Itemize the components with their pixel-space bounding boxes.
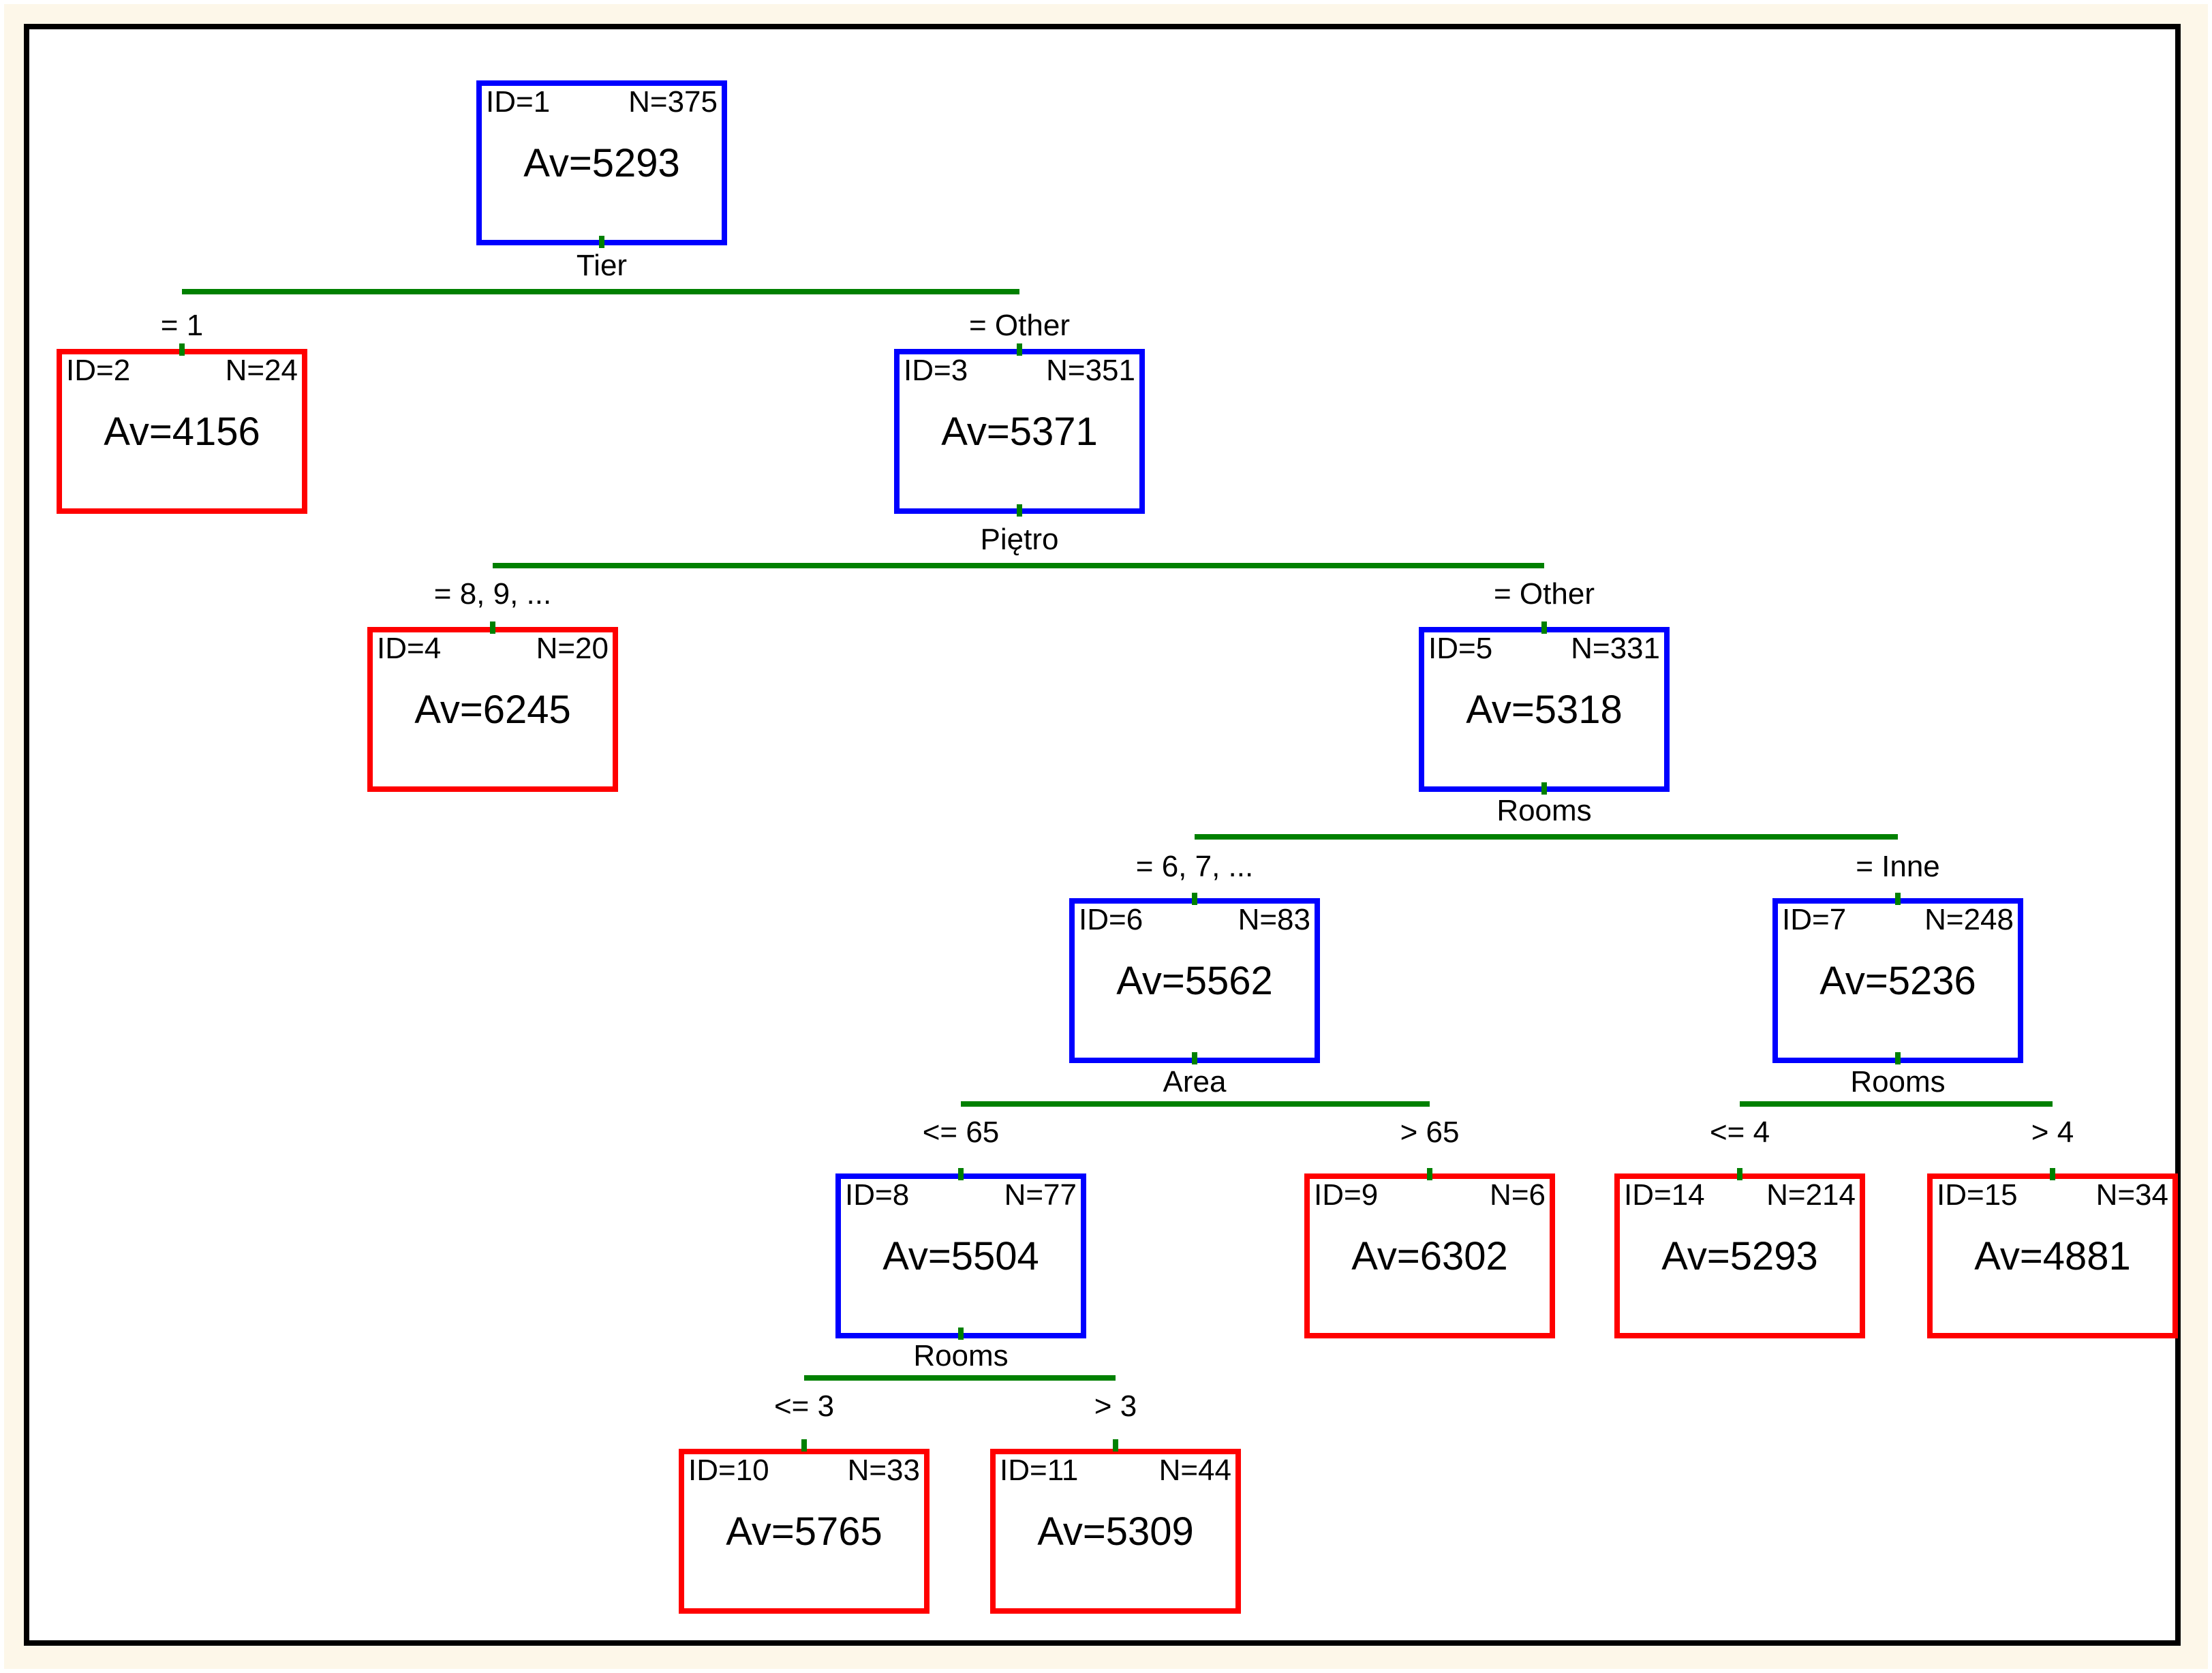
node-count-label: N=24 xyxy=(225,354,298,387)
node-id-label: ID=6 xyxy=(1079,903,1143,936)
split-variable-label: Piętro xyxy=(980,523,1059,556)
tree-node-id15: ID=15 N=34 Av=4881 xyxy=(1927,1173,2178,1338)
connector-stub xyxy=(1541,621,1547,634)
node-count-label: N=77 xyxy=(1004,1178,1077,1212)
split-variable-label: Rooms xyxy=(1496,794,1592,827)
split-right-condition-label: > 65 xyxy=(1400,1116,1460,1149)
node-id-label: ID=7 xyxy=(1782,903,1847,936)
split-left-condition-label: <= 4 xyxy=(1709,1116,1770,1149)
connector-stub xyxy=(1017,504,1022,517)
node-average-label: Av=5562 xyxy=(1116,959,1273,1003)
connector-stub xyxy=(801,1439,807,1452)
split-left-condition-label: = 1 xyxy=(160,309,204,342)
connector-stub xyxy=(1017,343,1022,356)
node-id-label: ID=15 xyxy=(1937,1178,2018,1212)
tree-node-id4: ID=4 N=20 Av=6245 xyxy=(367,627,618,792)
tree-node-id2: ID=2 N=24 Av=4156 xyxy=(57,349,307,514)
connector-stub xyxy=(1737,1168,1742,1180)
connector-stub xyxy=(490,621,495,634)
split-variable-label: Area xyxy=(1163,1065,1227,1099)
split-connector-line xyxy=(1740,1101,2053,1107)
tree-node-id7: ID=7 N=248 Av=5236 xyxy=(1772,898,2023,1063)
split-left-condition-label: <= 3 xyxy=(773,1390,835,1423)
split-connector-line xyxy=(1195,834,1898,840)
tree-node-id6: ID=6 N=83 Av=5562 xyxy=(1069,898,1320,1063)
node-id-label: ID=11 xyxy=(1000,1454,1079,1487)
split-right-condition-label: = Inne xyxy=(1856,850,1940,883)
node-average-label: Av=5318 xyxy=(1466,688,1623,732)
node-count-label: N=20 xyxy=(536,632,609,665)
node-id-label: ID=3 xyxy=(904,354,968,387)
node-id-label: ID=9 xyxy=(1314,1178,1379,1212)
node-average-label: Av=5504 xyxy=(882,1234,1039,1278)
split-left-condition-label: = 8, 9, ... xyxy=(433,577,552,611)
tree-node-id3: ID=3 N=351 Av=5371 xyxy=(894,349,1145,514)
node-count-label: N=44 xyxy=(1158,1454,1231,1487)
split-connector-line xyxy=(961,1101,1430,1107)
split-left-condition-label: = 6, 7, ... xyxy=(1135,850,1254,883)
connector-stub xyxy=(1541,782,1547,795)
split-connector-line xyxy=(493,563,1544,568)
split-connector-line xyxy=(182,289,1019,294)
connector-stub xyxy=(1192,893,1197,905)
tree-node-id10: ID=10 N=33 Av=5765 xyxy=(679,1449,930,1614)
node-average-label: Av=5765 xyxy=(726,1509,882,1554)
split-variable-label: Rooms xyxy=(1850,1065,1946,1099)
connector-stub xyxy=(1192,1052,1197,1064)
split-variable-label: Tier xyxy=(576,249,628,282)
node-id-label: ID=5 xyxy=(1428,632,1493,665)
node-average-label: Av=5293 xyxy=(523,141,680,185)
node-average-label: Av=6245 xyxy=(414,688,571,732)
tree-node-id5: ID=5 N=331 Av=5318 xyxy=(1419,627,1670,792)
node-average-label: Av=6302 xyxy=(1351,1234,1508,1278)
connector-stub xyxy=(1113,1439,1118,1452)
tree-node-id8: ID=8 N=77 Av=5504 xyxy=(835,1173,1086,1338)
node-id-label: ID=1 xyxy=(486,85,551,119)
split-right-condition-label: > 4 xyxy=(2031,1116,2074,1149)
node-average-label: Av=5236 xyxy=(1819,959,1976,1003)
node-count-label: N=33 xyxy=(847,1454,920,1487)
split-right-condition-label: > 3 xyxy=(1094,1390,1137,1423)
connector-stub xyxy=(2050,1168,2055,1180)
node-count-label: N=331 xyxy=(1571,632,1660,665)
connector-stub xyxy=(599,236,604,248)
node-count-label: N=375 xyxy=(628,85,718,119)
connector-stub xyxy=(1895,893,1901,905)
split-variable-label: Rooms xyxy=(913,1339,1009,1372)
split-right-condition-label: = Other xyxy=(969,309,1070,342)
node-id-label: ID=10 xyxy=(688,1454,769,1487)
connector-stub xyxy=(1427,1168,1432,1180)
split-left-condition-label: <= 65 xyxy=(922,1116,1000,1149)
tree-node-id14: ID=14 N=214 Av=5293 xyxy=(1614,1173,1865,1338)
connector-stub xyxy=(958,1168,964,1180)
node-average-label: Av=5293 xyxy=(1661,1234,1818,1278)
node-id-label: ID=8 xyxy=(845,1178,910,1212)
node-average-label: Av=4881 xyxy=(1974,1234,2131,1278)
tree-node-id11: ID=11 N=44 Av=5309 xyxy=(990,1449,1241,1614)
node-count-label: N=6 xyxy=(1490,1178,1546,1212)
node-id-label: ID=2 xyxy=(66,354,131,387)
connector-stub xyxy=(1895,1052,1901,1064)
node-id-label: ID=4 xyxy=(377,632,442,665)
node-id-label: ID=14 xyxy=(1624,1178,1705,1212)
connector-stub xyxy=(958,1327,964,1340)
split-connector-line xyxy=(804,1375,1116,1381)
node-average-label: Av=4156 xyxy=(104,410,260,454)
node-count-label: N=351 xyxy=(1046,354,1135,387)
node-count-label: N=83 xyxy=(1238,903,1310,936)
node-average-label: Av=5309 xyxy=(1037,1509,1194,1554)
tree-node-id1: ID=1 N=375 Av=5293 xyxy=(476,80,727,245)
connector-stub xyxy=(179,343,185,356)
node-count-label: N=214 xyxy=(1766,1178,1856,1212)
node-count-label: N=248 xyxy=(1924,903,2014,936)
node-count-label: N=34 xyxy=(2095,1178,2168,1212)
tree-node-id9: ID=9 N=6 Av=6302 xyxy=(1304,1173,1555,1338)
split-right-condition-label: = Other xyxy=(1494,577,1595,611)
node-average-label: Av=5371 xyxy=(941,410,1098,454)
